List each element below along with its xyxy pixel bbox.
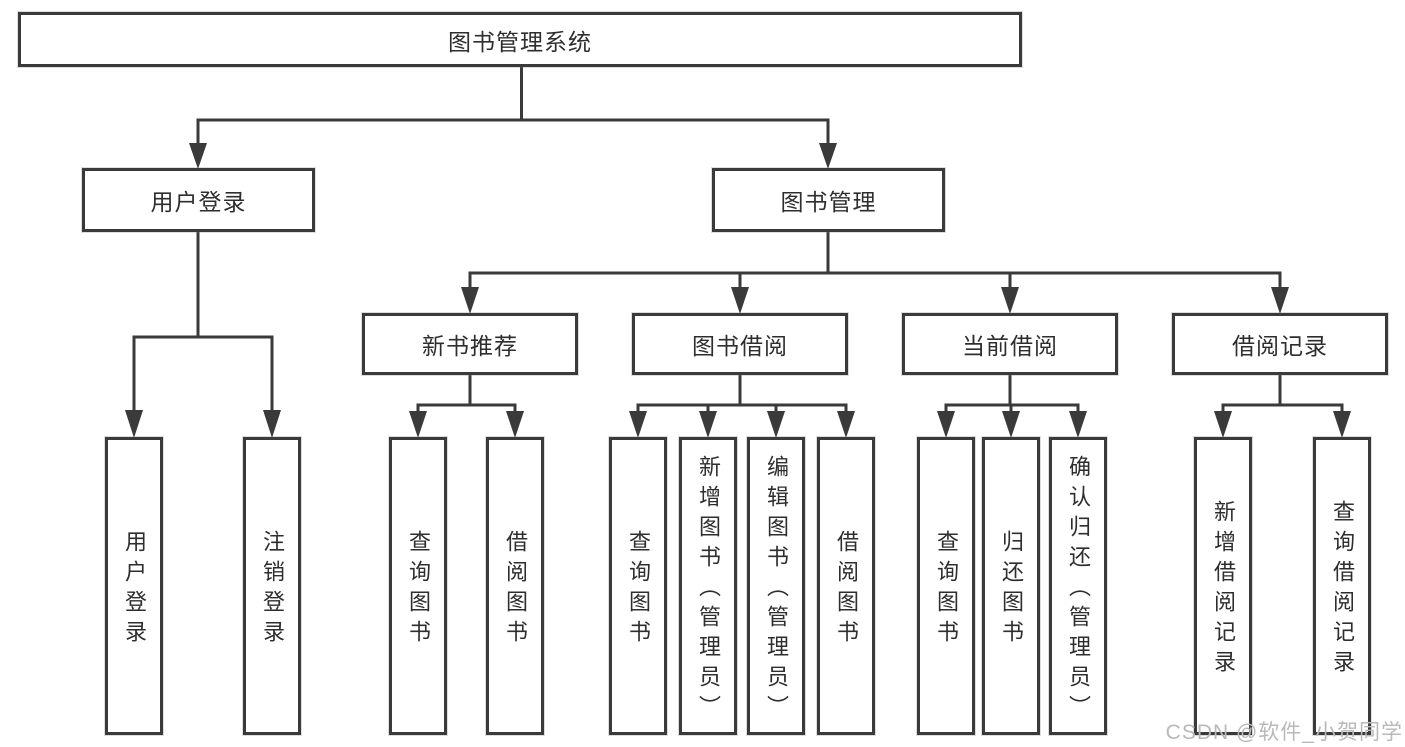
node-user-login-label: 用户登录: [150, 189, 247, 215]
connector-user-login-to-leaves: [125, 231, 281, 438]
node-new-book-recommend-label: 新书推荐: [422, 333, 518, 359]
node-query-borrow-record: 查询借阅记录: [1313, 437, 1371, 735]
node-new-book-recommend: 新书推荐: [362, 313, 578, 375]
node-user-login-leaf: 用户登录: [105, 437, 163, 735]
watermark: CSDN @软件_小贺同学: [1165, 721, 1403, 744]
node-add-borrow-record-label: 新增借阅记录: [1211, 500, 1236, 680]
node-logout-leaf: 注销登录: [243, 437, 301, 735]
node-query-books-current: 查询图书: [917, 437, 975, 735]
node-add-book-admin: 新增图书（管理员）: [679, 437, 737, 735]
node-book-mgmt: 图书管理: [712, 168, 945, 232]
connector-borrow-records-to-leaves: [1214, 374, 1351, 438]
node-add-borrow-record: 新增借阅记录: [1194, 437, 1252, 735]
node-root-label: 图书管理系统: [448, 28, 592, 55]
node-return-book: 归还图书: [982, 437, 1040, 735]
node-borrow-books-recommend: 借阅图书: [486, 437, 544, 735]
node-current-borrow-label: 当前借阅: [962, 333, 1058, 359]
node-query-books-current-label: 查询图书: [934, 530, 959, 650]
connector-root-to-branches: [189, 67, 837, 169]
node-borrow-books-recommend-label: 借阅图书: [503, 530, 528, 650]
node-logout-leaf-label: 注销登录: [260, 530, 285, 650]
node-borrow-books-leaf-label: 借阅图书: [834, 530, 859, 650]
node-book-borrow: 图书借阅: [632, 313, 848, 375]
node-confirm-return-admin-label: 确认归还（管理员）: [1066, 455, 1091, 725]
node-current-borrow: 当前借阅: [902, 313, 1118, 375]
node-return-book-label: 归还图书: [999, 530, 1024, 650]
node-edit-book-admin-label: 编辑图书（管理员）: [764, 455, 789, 725]
node-query-books-recommend-label: 查询图书: [406, 530, 431, 650]
node-book-mgmt-label: 图书管理: [780, 189, 877, 215]
node-query-books-borrow: 查询图书: [609, 437, 667, 735]
node-borrow-records-label: 借阅记录: [1232, 333, 1328, 359]
node-query-books-recommend: 查询图书: [389, 437, 447, 735]
connector-new-book-to-leaves: [409, 374, 524, 438]
node-confirm-return-admin: 确认归还（管理员）: [1049, 437, 1107, 735]
node-add-book-admin-label: 新增图书（管理员）: [696, 455, 721, 725]
node-book-borrow-label: 图书借阅: [692, 333, 788, 359]
node-query-books-borrow-label: 查询图书: [626, 530, 651, 650]
node-borrow-records: 借阅记录: [1172, 313, 1388, 375]
node-edit-book-admin: 编辑图书（管理员）: [747, 437, 805, 735]
node-query-borrow-record-label: 查询借阅记录: [1330, 500, 1355, 680]
connector-book-mgmt-to-sections: [461, 231, 1289, 314]
node-user-login: 用户登录: [82, 168, 315, 232]
connector-current-borrow-to-leaves: [937, 374, 1087, 438]
node-root: 图书管理系统: [18, 12, 1022, 67]
node-user-login-leaf-label: 用户登录: [122, 530, 147, 650]
node-borrow-books-leaf: 借阅图书: [817, 437, 875, 735]
connector-book-borrow-to-leaves: [629, 374, 855, 438]
